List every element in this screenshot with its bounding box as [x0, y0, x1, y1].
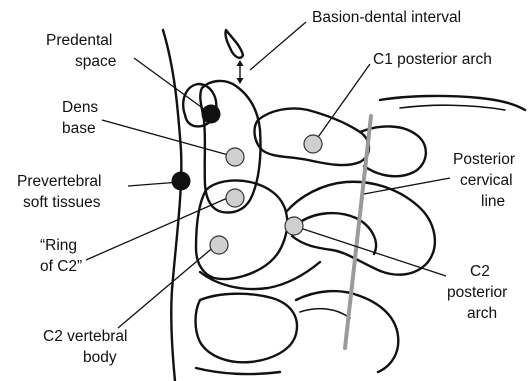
c2-inferior-endplate	[200, 262, 320, 289]
label-c2-vertebral-body-line2: body	[83, 349, 117, 366]
c2-vertebral-body-marker	[210, 236, 228, 254]
label-prevertebral-line2: soft tissues	[23, 194, 101, 211]
c3-facet-outline	[300, 309, 350, 318]
leader-dens-base	[102, 120, 232, 156]
c2-lamina-outline	[300, 213, 376, 254]
label-posterior-cervical-line2: cervical	[460, 172, 513, 189]
occiput-inner-outline	[400, 105, 505, 110]
label-c2-vertebral-body-line1: C2 vertebral	[43, 328, 127, 345]
dens-base-marker	[226, 148, 244, 166]
label-dens-base-line2: base	[62, 120, 96, 137]
label-c2-posterior-arch-line3: arch	[467, 305, 497, 322]
leader-posterior-cervical	[364, 178, 450, 194]
leader-c2-posterior-arch	[294, 226, 446, 276]
label-c2-posterior-arch-line2: posterior	[447, 284, 507, 301]
c2-posterior-arch-marker	[285, 217, 303, 235]
posterior-cervical-line	[345, 116, 371, 348]
leader-c2-body	[118, 245, 216, 328]
label-predental-space-line2: space	[75, 53, 116, 70]
prevertebral-soft-tissue-outline	[163, 30, 181, 381]
leader-c1-posterior-arch	[316, 64, 370, 140]
label-basion-dental-interval: Basion-dental interval	[312, 9, 461, 26]
c3-lower-outline	[196, 368, 280, 374]
c3-body-outline	[196, 294, 298, 363]
label-ring-c2-line1: “Ring	[40, 237, 77, 254]
basion-dental-arrow	[237, 60, 244, 84]
label-dens-base-line1: Dens	[62, 99, 98, 116]
label-ring-c2-line2: of C2”	[40, 258, 82, 275]
label-c1-posterior-arch: C1 posterior arch	[373, 51, 492, 68]
predental-space-marker	[202, 105, 221, 124]
label-c2-posterior-arch-line1: C2	[470, 263, 490, 280]
leader-basion-dental	[250, 22, 306, 70]
label-posterior-cervical-line3: line	[481, 193, 505, 210]
label-posterior-cervical-line1: Posterior	[453, 151, 515, 168]
label-predental-space-line1: Predental	[46, 32, 112, 49]
prevertebral-soft-tissue-marker	[172, 172, 191, 191]
clivus-outline	[225, 30, 243, 58]
c1-posterior-arch-marker	[304, 135, 322, 153]
label-prevertebral-line1: Prevertebral	[17, 173, 101, 190]
ring-of-c2-marker	[226, 189, 244, 207]
